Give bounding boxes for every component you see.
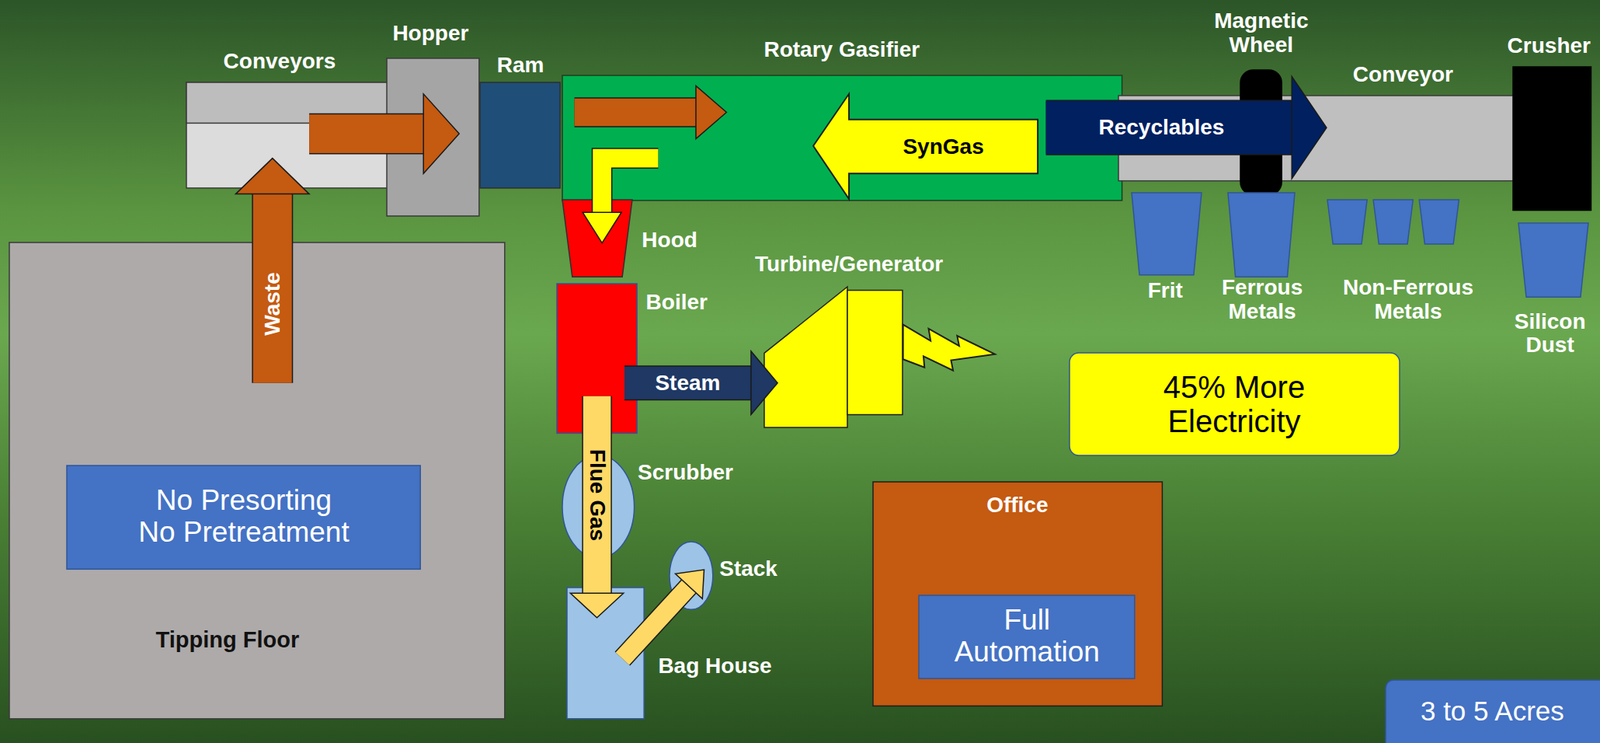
collection-bin: [1130, 191, 1203, 276]
hood-shape: Hood: [561, 198, 634, 278]
equipment-box: [566, 586, 645, 720]
part-label: Boiler: [646, 289, 708, 314]
collection-bin: Frit: [1130, 191, 1203, 276]
turbine-generator: Turbine/Generator: [763, 285, 904, 429]
part-label: Turbine/Generator: [754, 252, 943, 277]
part-label: Bag House: [657, 653, 772, 678]
collection-bin: Ferrous Metals: [1227, 191, 1296, 278]
part-label: Hood: [641, 227, 698, 252]
arrow-label: Waste: [260, 271, 285, 335]
hood-shape: [561, 198, 634, 278]
equipment-box: OfficeFull Automation: [872, 480, 1163, 707]
equipment-box: Ram: [479, 81, 561, 189]
arrow-label: SynGas: [902, 134, 984, 159]
collection-bins: [1324, 198, 1462, 245]
arrow-label: Recyclables: [1098, 115, 1225, 140]
vessel-ellipse: Stack: [668, 540, 714, 610]
magnetic-wheel: [1239, 69, 1283, 196]
equipment-box: [1512, 66, 1592, 212]
equipment-box: Bag House: [566, 586, 645, 720]
equipment-box: [561, 74, 1124, 202]
electricity-bolt: [903, 324, 995, 371]
turbine-generator: [763, 285, 904, 429]
part-label: Magnetic Wheel: [1210, 10, 1312, 59]
magnetic-wheel: Magnetic Wheel: [1239, 69, 1283, 196]
callout-box: 45% More Electricity: [1068, 351, 1401, 456]
collection-bin: [1517, 222, 1590, 298]
conveyor-box: Conveyors: [185, 81, 390, 189]
part-label: Silicon Dust: [1509, 309, 1591, 359]
equipment-box: Full Automation: [918, 594, 1136, 679]
equipment-box: [556, 282, 638, 434]
flow-arrow: [624, 351, 778, 414]
part-label: Frit: [1147, 278, 1183, 303]
arrow-label: Flue Gas: [584, 448, 609, 540]
part-label: Hopper: [392, 21, 469, 46]
equipment-box: Crusher: [1512, 66, 1592, 212]
collection-bins: Non-Ferrous Metals: [1324, 198, 1462, 245]
equipment-box: No Presorting No Pretreatment: [66, 464, 421, 570]
box-text: No Presorting No Pretreatment: [138, 485, 350, 549]
part-label: Non-Ferrous Metals: [1331, 275, 1485, 324]
part-label: Stack: [719, 556, 778, 581]
box-text: Full Automation: [950, 604, 1104, 668]
part-label: Ram: [497, 53, 545, 78]
part-label: Rotary Gasifier: [763, 38, 920, 63]
equipment-box: Boiler: [556, 282, 638, 434]
part-label: Crusher: [1507, 34, 1591, 59]
conveyor-box: [185, 81, 390, 189]
collection-bin: [1227, 191, 1296, 278]
vessel-ellipse: [668, 540, 714, 610]
part-label: Conveyors: [223, 48, 337, 74]
equipment-box: Hopper: [386, 57, 480, 217]
part-label: Conveyor: [1353, 62, 1454, 87]
equipment-box: [386, 57, 480, 217]
area-badge: 3 to 5 Acres: [1384, 678, 1600, 743]
equipment-box: Rotary Gasifier: [561, 74, 1124, 202]
part-label: Ferrous Metals: [1210, 275, 1313, 324]
box-text: 45% More Electricity: [1139, 369, 1329, 439]
part-label: Office: [986, 493, 1048, 518]
part-label: Tipping Floor: [156, 627, 300, 653]
equipment-box: [479, 81, 561, 189]
arrow-label: Steam: [654, 370, 720, 395]
collection-bin: Silicon Dust: [1517, 222, 1590, 298]
part-label: Scrubber: [637, 460, 734, 485]
box-text: 3 to 5 Acres: [1420, 695, 1565, 727]
equipment-box: Tipping Floor No Presorting No Pretreatme…: [8, 241, 506, 720]
